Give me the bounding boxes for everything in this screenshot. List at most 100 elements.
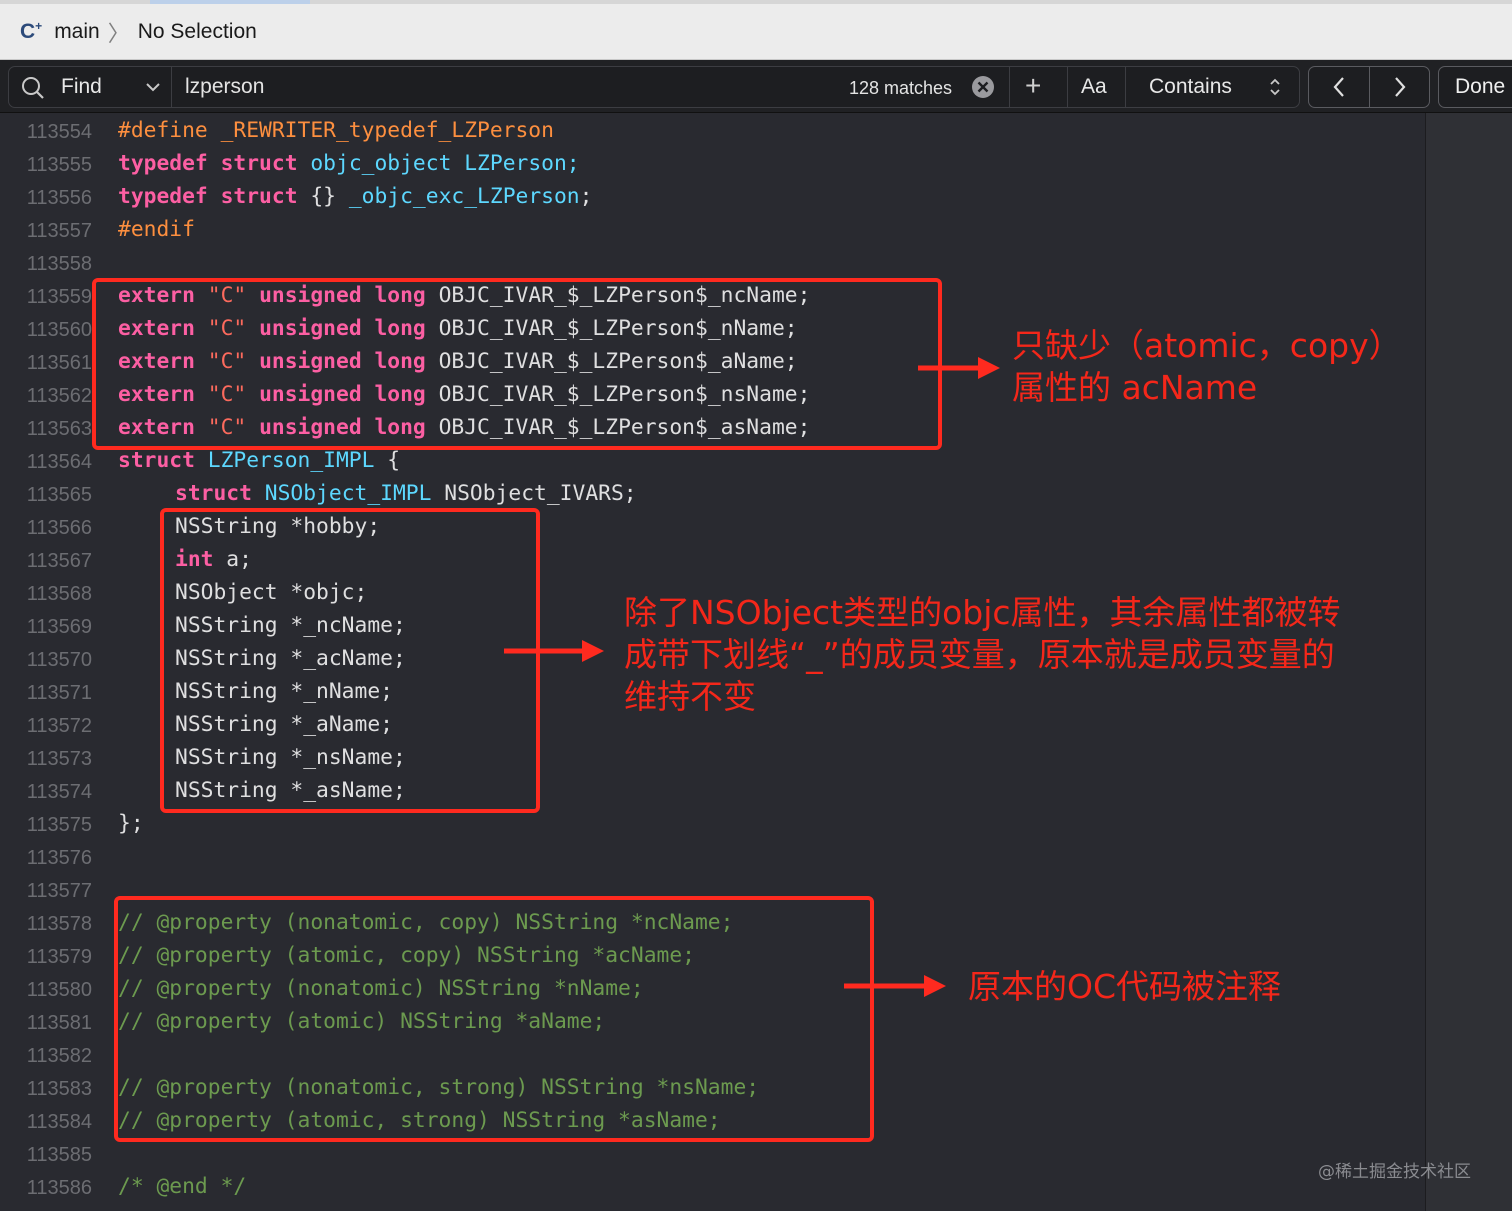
- done-button[interactable]: Done: [1438, 66, 1512, 108]
- breadcrumb-file[interactable]: main: [54, 19, 100, 43]
- code-line: 113583 // @property (nonatomic, strong) N…: [0, 1073, 1425, 1106]
- line-code: // @property (nonatomic, strong) NSStrin…: [118, 1075, 760, 1100]
- code-line: 113579// @property (atomic, copy) NSStri…: [0, 941, 1425, 974]
- minimap-strip[interactable]: [1425, 113, 1512, 1211]
- line-number: 113555: [26, 154, 92, 176]
- code-line: 113563 extern "C" unsigned long OBJC_IVAR…: [0, 413, 1425, 446]
- line-code: NSString *_ncName;: [175, 613, 406, 638]
- line-number: 113572: [26, 715, 92, 737]
- find-field: Find lzperson 128 matches + Aa Contains: [8, 66, 1300, 108]
- line-number: 113559: [26, 286, 92, 308]
- line-number: 113561: [26, 352, 92, 374]
- chevron-down-icon[interactable]: [145, 79, 161, 95]
- line-number: 113583: [26, 1078, 92, 1100]
- line-number: 113554: [26, 121, 92, 143]
- line-code: struct LZPerson_IMPL {: [118, 448, 401, 473]
- breadcrumb-chevron-icon: 〉: [107, 20, 130, 46]
- code-line: 113577: [0, 875, 1425, 908]
- code-line: 113584// @property (atomic, strong) NSSt…: [0, 1106, 1425, 1139]
- code-line: 113586 /* @end */: [0, 1172, 1425, 1205]
- case-sensitive-button[interactable]: Aa: [1081, 75, 1107, 98]
- line-code: NSString *_acName;: [175, 646, 406, 671]
- line-code: #endif: [118, 217, 195, 242]
- add-pattern-button[interactable]: +: [1025, 70, 1042, 101]
- search-icon[interactable]: [21, 76, 45, 100]
- line-code: NSString *_nsName;: [175, 745, 406, 770]
- line-number: 113575: [26, 814, 92, 836]
- code-line: 113585: [0, 1139, 1425, 1172]
- line-code: NSString *_nName;: [175, 679, 393, 704]
- window-top-strip: [0, 0, 1512, 4]
- code-line: 113554#define _REWRITER_typedef_LZPerson: [0, 116, 1425, 149]
- line-number: 113576: [26, 847, 92, 869]
- match-navigation: [1308, 66, 1430, 108]
- find-divider: [171, 67, 172, 107]
- breadcrumb-selection[interactable]: No Selection: [137, 19, 257, 43]
- line-code: extern "C" unsigned long OBJC_IVAR_$_LZP…: [118, 349, 798, 374]
- line-number: 113563: [26, 418, 92, 440]
- line-number: 113573: [26, 748, 92, 770]
- line-number: 113574: [26, 781, 92, 803]
- updown-chevron-icon[interactable]: [1267, 75, 1283, 99]
- match-type-select[interactable]: Contains: [1149, 75, 1232, 98]
- annotation-box-members: [160, 508, 540, 813]
- code-line: 113564 struct LZPerson_IMPL {: [0, 446, 1425, 479]
- match-count: 128 matches: [849, 78, 953, 98]
- line-code: struct NSObject_IMPL NSObject_IVARS;: [175, 481, 637, 506]
- next-match-button[interactable]: [1370, 67, 1430, 107]
- line-number: 113586: [26, 1177, 92, 1199]
- line-code: // @property (atomic, copy) NSString *ac…: [118, 943, 695, 968]
- line-number: 113567: [26, 550, 92, 572]
- code-line: 113573 NSString *_nsName;: [0, 743, 1425, 776]
- line-code: /* @end */: [118, 1174, 247, 1199]
- line-number: 113556: [26, 187, 92, 209]
- annotation-note-2: 除了NSObject类型的objc属性，其余属性都被转 成带下划线“_”的成员变…: [624, 593, 1341, 716]
- code-line: 113575};: [0, 809, 1425, 842]
- code-line: 113565 struct NSObject_IMPL NSObject_IVAR…: [0, 479, 1425, 512]
- jump-bar: C+ main 〉 No Selection: [0, 4, 1512, 60]
- line-number: 113565: [26, 484, 92, 506]
- clear-search-icon[interactable]: [971, 75, 995, 99]
- annotation-box-comments: [114, 896, 874, 1142]
- find-mode-label[interactable]: Find: [61, 75, 102, 98]
- code-line: 113580// @property (nonatomic) NSString …: [0, 974, 1425, 1007]
- line-number: 113566: [26, 517, 92, 539]
- previous-match-button[interactable]: [1309, 67, 1369, 107]
- line-number: 113564: [26, 451, 92, 473]
- line-code: extern "C" unsigned long OBJC_IVAR_$_LZP…: [118, 415, 811, 440]
- code-editor[interactable]: 113554#define _REWRITER_typedef_LZPerson…: [0, 113, 1425, 1211]
- line-number: 113585: [26, 1144, 92, 1166]
- code-line: 113576: [0, 842, 1425, 875]
- line-number: 113571: [26, 682, 92, 704]
- find-divider: [1067, 67, 1068, 107]
- code-line: 113578// @property (nonatomic, copy) NSS…: [0, 908, 1425, 941]
- cpp-file-icon: C+: [20, 19, 43, 43]
- find-divider: [1009, 67, 1010, 107]
- code-line: 113571 NSString *_nName;: [0, 677, 1425, 710]
- active-tab-highlight: [150, 0, 310, 4]
- chevron-right-icon: [1395, 77, 1406, 97]
- annotation-note-3: 原本的OC代码被注释: [968, 967, 1282, 1006]
- line-code: NSObject *objc;: [175, 580, 368, 605]
- code-line: 113557#endif: [0, 215, 1425, 248]
- line-number: 113582: [26, 1045, 92, 1067]
- code-line: 113582: [0, 1040, 1425, 1073]
- watermark: @稀土掘金技术社区: [1318, 1162, 1471, 1182]
- line-number: 113578: [26, 913, 92, 935]
- chevron-left-icon: [1333, 77, 1344, 97]
- line-code: // @property (atomic) NSString *aName;: [118, 1009, 606, 1034]
- line-code: int a;: [175, 547, 252, 572]
- search-input[interactable]: lzperson: [185, 75, 265, 98]
- line-code: // @property (nonatomic) NSString *nName…: [118, 976, 644, 1001]
- line-number: 113581: [26, 1012, 92, 1034]
- code-line: 113581 // @property (atomic) NSString *aN…: [0, 1007, 1425, 1040]
- line-code: extern "C" unsigned long OBJC_IVAR_$_LZP…: [118, 316, 798, 341]
- annotation-box-ivars: [92, 278, 942, 450]
- arrow-right-icon: [844, 975, 946, 997]
- line-code: extern "C" unsigned long OBJC_IVAR_$_LZP…: [118, 382, 811, 407]
